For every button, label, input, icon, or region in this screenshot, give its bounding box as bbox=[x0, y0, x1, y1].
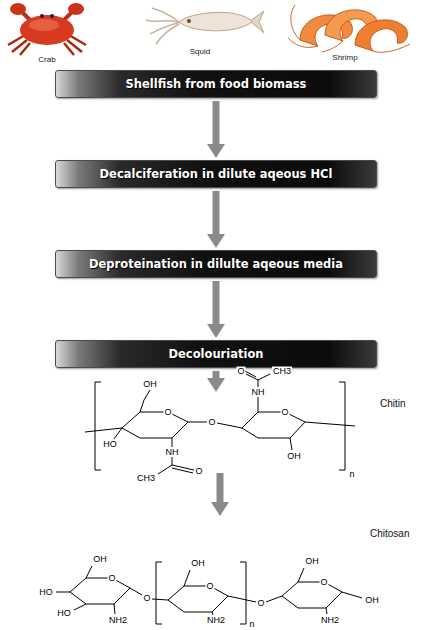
atom-label: HO bbox=[102, 440, 118, 449]
atom-label: HO bbox=[56, 609, 72, 618]
step-label: Deproteination in dilulte aqeous media bbox=[89, 257, 343, 271]
crab-illustration bbox=[8, 3, 86, 55]
atom-label: O bbox=[163, 408, 172, 417]
flow-arrow bbox=[213, 281, 220, 324]
atom-label: O bbox=[207, 418, 216, 427]
sugar-ring bbox=[282, 582, 342, 608]
atom-label: O bbox=[236, 367, 245, 376]
atom-label: n bbox=[248, 620, 255, 629]
specimen-label: Squid bbox=[190, 48, 210, 56]
chitin-structure bbox=[85, 371, 355, 474]
atom-label: OH bbox=[286, 452, 302, 461]
squid-illustration bbox=[146, 8, 264, 44]
atom-label: n bbox=[348, 470, 355, 479]
shrimp-antennae bbox=[288, 5, 410, 52]
atom-label: CH3 bbox=[136, 474, 156, 483]
flow-arrow bbox=[213, 101, 220, 144]
process-bar: Decolouriation bbox=[55, 340, 377, 368]
step-label: Decolouriation bbox=[169, 347, 264, 361]
atom-label: HO bbox=[38, 588, 54, 597]
atom-label: NH2 bbox=[206, 616, 226, 625]
shrimp-body bbox=[355, 20, 407, 51]
process-bar: Deproteination in dilulte aqeous media bbox=[55, 250, 377, 278]
flow-arrow bbox=[217, 473, 224, 502]
crab-eye bbox=[40, 14, 44, 18]
crab-claw bbox=[68, 3, 84, 15]
chemical-bonds bbox=[85, 371, 355, 474]
atom-label: NH bbox=[165, 448, 180, 457]
repeat-bracket bbox=[95, 382, 345, 470]
sugar-ring bbox=[122, 412, 188, 438]
squid-body bbox=[178, 12, 252, 30]
atom-label: CH3 bbox=[272, 367, 292, 376]
sugar-ring bbox=[168, 586, 228, 612]
atom-label: OH bbox=[304, 557, 320, 566]
step-label: Shellfish from food biomass bbox=[126, 77, 307, 91]
crab-highlight bbox=[29, 19, 59, 31]
atom-label: O bbox=[205, 582, 214, 591]
atom-label: OH bbox=[142, 380, 158, 389]
compound-name: Chitosan bbox=[370, 528, 409, 539]
repeat-bracket bbox=[156, 562, 246, 624]
flow-arrow bbox=[213, 191, 220, 234]
atom-label: O bbox=[280, 408, 289, 417]
process-bar: Decalciferation in dilute aqeous HCl bbox=[55, 160, 377, 188]
shrimp-illustration bbox=[288, 5, 410, 52]
structure-node: Chitin bbox=[90, 394, 350, 470]
atom-label: O bbox=[319, 578, 328, 587]
sugar-ring bbox=[242, 412, 305, 438]
structure-node: Chitosan bbox=[30, 518, 415, 626]
chitosan-structure bbox=[56, 562, 362, 624]
atom-label: NH2 bbox=[108, 616, 128, 625]
flow-arrow bbox=[213, 371, 220, 378]
crab-claw bbox=[10, 3, 26, 15]
squid-eye bbox=[187, 19, 191, 23]
process-bar: Shellfish from food biomass bbox=[55, 70, 377, 98]
atom-label: NH bbox=[251, 388, 266, 397]
atom-label: OH bbox=[190, 559, 206, 568]
crab-body bbox=[20, 15, 74, 45]
atom-label: NH2 bbox=[320, 616, 340, 625]
crab-eye bbox=[50, 14, 54, 18]
squid-tentacles bbox=[146, 8, 179, 44]
atom-label: O bbox=[107, 574, 116, 583]
atom-label: O bbox=[142, 594, 151, 603]
atom-label: OH bbox=[92, 555, 108, 564]
sugar-ring bbox=[70, 578, 130, 604]
atom-label: O bbox=[194, 467, 203, 476]
atom-label: O bbox=[256, 599, 265, 608]
compound-name: Chitin bbox=[380, 398, 406, 409]
atom-label: OH bbox=[364, 596, 380, 605]
specimen-label: Shrimp bbox=[332, 54, 357, 62]
step-label: Decalciferation in dilute aqeous HCl bbox=[100, 167, 333, 181]
chemical-bonds bbox=[56, 566, 362, 615]
specimen-label: Crab bbox=[38, 56, 55, 64]
